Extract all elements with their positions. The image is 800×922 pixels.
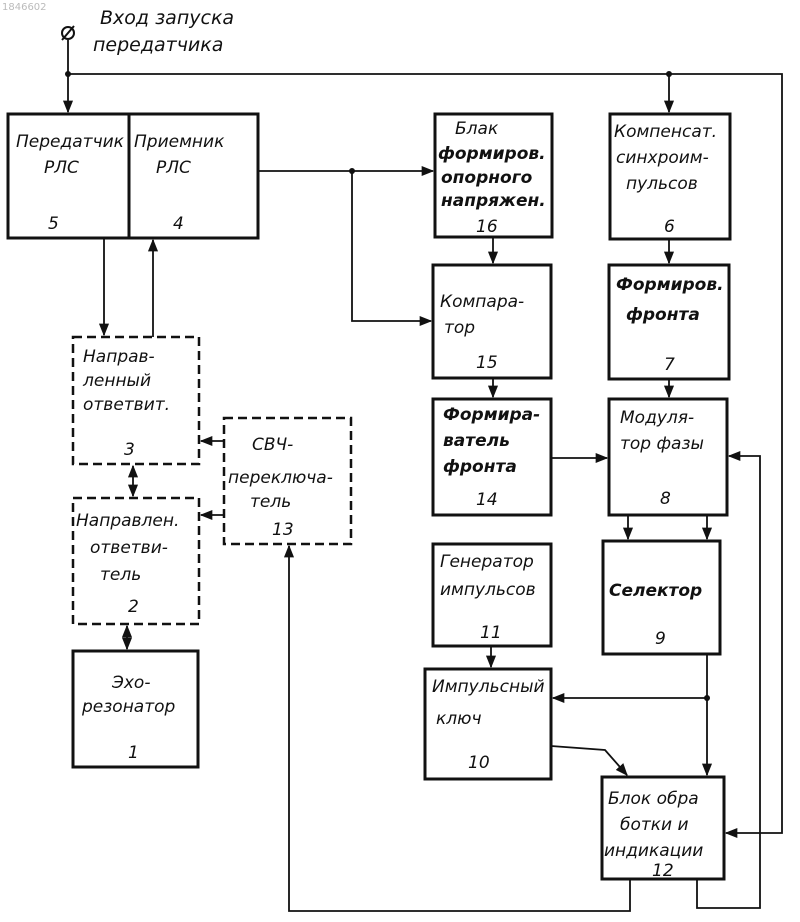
block-9-line-1: Селектор [609,581,702,601]
block-11-line-1: Генератор [440,552,534,572]
block-8-line-1: Модуля- [620,408,694,428]
block-6-line-1: Компенсат. [614,122,717,142]
input-terminal: Вход запуска передатчика [62,7,234,56]
block-15-number: 15 [476,353,498,373]
block-14-line-2: ватель [443,431,510,451]
block-7-line-1: Формиров. [616,275,724,295]
block-selector-9: Селектор 9 [603,541,720,654]
block-14-line-3: фронта [443,457,517,477]
block-6-line-3: пульсов [626,174,698,194]
block-3-line-3: ответвит. [83,395,170,415]
block-12-number: 12 [652,861,674,881]
block-13-line-2: переключа- [228,468,333,488]
block-10-number: 10 [468,753,490,773]
block-16-line-3: опорного [441,168,533,188]
block-4-line-2: РЛС [156,158,191,178]
block-1-line-2: резонатор [81,697,176,717]
block-3-line-1: Направ- [83,347,155,367]
block-2-line-1: Направлен. [76,511,179,531]
block-1-line-1: Эхо- [111,673,150,693]
block-15-line-1: Компара- [440,292,524,312]
block-13-line-1: СВЧ- [252,435,293,455]
block-reference-voltage-16: Блак формиров. опорного напряжен. 16 [435,114,552,237]
block-14-number: 14 [476,490,498,510]
block-5-line-2: РЛС [44,158,79,178]
block-11-number: 11 [480,623,502,643]
block-pulse-key-10: Импульсный ключ 10 [425,669,551,779]
input-label-line-1: Вход запуска [100,7,234,29]
block-front-former-14: Формира- ватель фронта 14 [433,399,551,515]
block-pulse-generator-11: Генератор импульсов 11 [433,544,551,646]
block-11-line-2: импульсов [440,580,536,600]
block-16-line-1: Блак [455,119,499,139]
block-12-line-3: индикации [604,841,703,861]
block-4-line-1: Приемник [134,132,225,152]
block-processing-display-12: Блок обра ботки и индикации 12 [602,777,724,881]
block-2-line-2: ответви- [90,538,168,558]
block-microwave-switch-13: СВЧ- переключа- тель 13 [224,418,351,544]
block-16-number: 16 [476,217,498,237]
block-8-number: 8 [660,489,671,509]
block-12-line-2: ботки и [620,815,689,835]
block-3-number: 3 [124,440,135,460]
input-label-line-2: передатчика [93,34,223,56]
block-12-line-1: Блок обра [608,789,699,809]
block-1-number: 1 [128,743,139,763]
block-4-number: 4 [173,214,184,234]
block-receiver-4: Приемник РЛС 4 [134,132,225,234]
block-comparator-15: Компара- тор 15 [433,265,551,378]
block-14-line-1: Формира- [443,405,540,425]
block-9-number: 9 [655,629,666,649]
block-7-line-2: фронта [626,305,700,325]
block-2-line-3: тель [100,565,141,585]
block-7-number: 7 [664,355,675,375]
block-16-line-4: напряжен. [441,191,546,211]
block-directional-coupler-3: Направ- ленный ответвит. 3 [73,337,199,464]
block-15-line-2: тор [444,318,475,338]
watermark: 1846602 [2,2,47,13]
block-3-line-2: ленный [82,371,151,391]
block-16-line-2: формиров. [438,144,546,164]
block-echo-resonator-1: Эхо- резонатор 1 [73,651,198,767]
block-10-line-1: Импульсный [432,677,545,697]
block-directional-coupler-2: Направлен. ответви- тель 2 [73,498,199,624]
block-front-former-7: Формиров. фронта 7 [609,265,729,379]
block-10-line-2: ключ [436,709,482,729]
block-5-line-1: Передатчик [16,132,125,152]
block-13-line-3: тель [250,492,291,512]
block-5-number: 5 [48,214,59,234]
block-2-number: 2 [128,597,139,617]
block-13-number: 13 [272,520,294,540]
block-6-line-2: синхроим- [616,148,709,168]
block-8-line-2: тор фазы [620,434,704,454]
block-sync-compensator-6: Компенсат. синхроим- пульсов 6 [610,114,730,239]
block-phase-modulator-8: Модуля- тор фазы 8 [609,399,727,515]
block-6-number: 6 [664,217,675,237]
